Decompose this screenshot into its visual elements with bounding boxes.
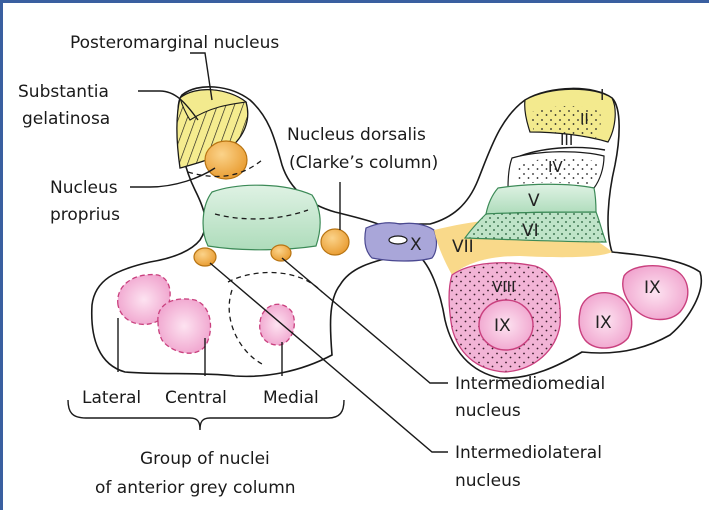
lamina-VI-label: VI xyxy=(522,221,539,241)
central-nucleus-mark xyxy=(158,299,211,353)
label-group-2: of anterior grey column xyxy=(95,478,296,498)
intermediate-green-band-left xyxy=(203,185,320,250)
lamina-VII-label: VII xyxy=(452,237,474,257)
nucleus-proprius-mark xyxy=(205,141,247,179)
label-group-1: Group of nuclei xyxy=(140,449,270,469)
label-proprius-1: Nucleus xyxy=(50,178,118,198)
lamina-VIII-label: VIII xyxy=(492,278,516,296)
label-posteromarginal: Posteromarginal nucleus xyxy=(70,33,279,53)
label-central: Central xyxy=(165,388,227,408)
label-intermediolateral-1: Intermediolateral xyxy=(455,443,602,463)
lamina-V-label: V xyxy=(528,191,540,211)
label-medial: Medial xyxy=(263,388,319,408)
intermediolateral-mark xyxy=(194,248,216,266)
label-proprius-2: proprius xyxy=(50,205,120,225)
lamina-IX-label-medial: IX xyxy=(494,316,511,336)
label-dorsalis-1: Nucleus dorsalis xyxy=(287,125,426,145)
label-substantia-2: gelatinosa xyxy=(22,109,110,129)
lamina-II-label: II xyxy=(580,110,589,128)
lamina-III-label: III xyxy=(560,131,573,149)
label-intermediolateral-2: nucleus xyxy=(455,471,521,491)
lamina-I-label: I xyxy=(600,86,604,104)
label-intermediomedial-1: Intermediomedial xyxy=(455,374,605,394)
lamina-V-region xyxy=(486,184,596,214)
label-intermediomedial-2: nucleus xyxy=(455,401,521,421)
intermediomedial-mark xyxy=(271,245,291,261)
lamina-IX-label-central: IX xyxy=(595,313,612,333)
lamina-IV-label: IV xyxy=(548,158,563,176)
clarkes-column-mark xyxy=(321,229,349,255)
label-dorsalis-2: (Clarke’s column) xyxy=(289,153,438,173)
central-canal xyxy=(389,236,407,244)
label-substantia-1: Substantia xyxy=(18,82,109,102)
label-lateral: Lateral xyxy=(82,388,141,408)
lamina-X-label: X xyxy=(410,235,422,255)
lamina-IX-label-lateral: IX xyxy=(644,278,661,298)
